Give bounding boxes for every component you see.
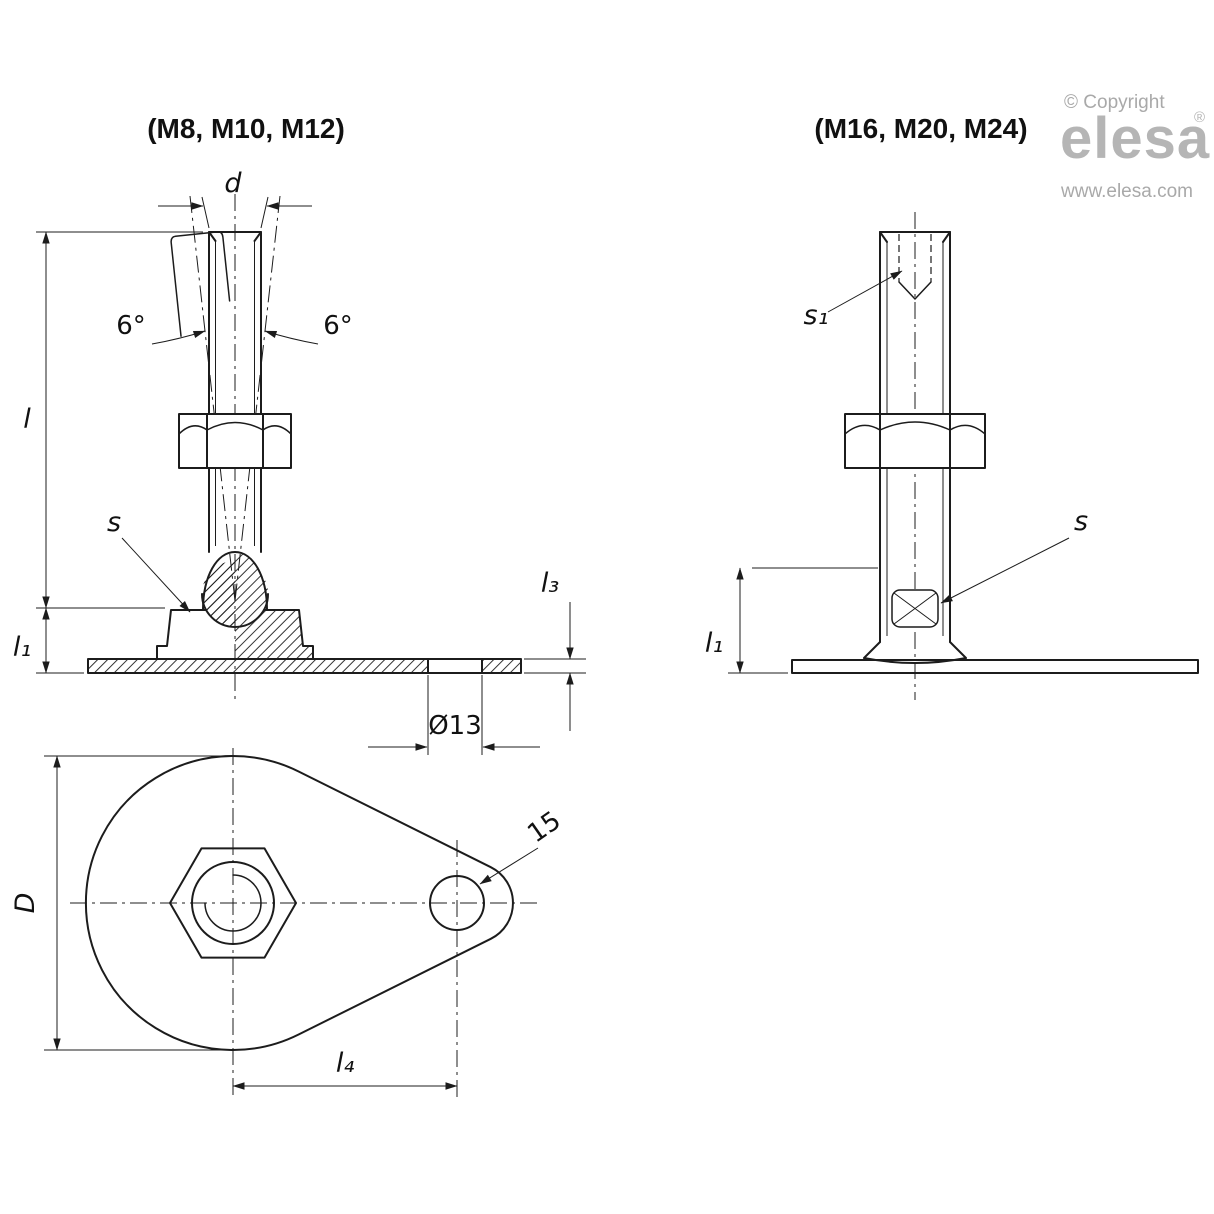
branding: © Copyright elesa ® www.elesa.com xyxy=(1060,92,1210,202)
angle-arc-left xyxy=(151,330,206,345)
leader-hex-socket xyxy=(827,270,903,313)
tilt-line-right xyxy=(234,195,281,602)
dimension-D xyxy=(44,755,228,1051)
plate-hole-edges xyxy=(427,658,483,674)
dimension-l3 xyxy=(524,602,586,731)
registered-mark-icon: ® xyxy=(1194,109,1205,126)
label-base-height-large: l₁ xyxy=(705,628,723,659)
front-view-large: (M16, M20, M24) l₁ s₁ s xyxy=(705,113,1199,700)
plate-outline xyxy=(87,658,522,674)
dimension-l1 xyxy=(728,567,878,674)
leader-mounting-hole xyxy=(479,847,539,885)
label-wrench-flats-large: s xyxy=(1074,506,1088,537)
nut-face-lines xyxy=(206,413,264,469)
label-base-height-small: l₁ xyxy=(13,632,31,663)
stud xyxy=(879,231,951,643)
dimension-hole-13 xyxy=(368,675,540,755)
leader-wrench-flats-large xyxy=(940,537,1070,604)
socket-cone-point xyxy=(898,281,932,300)
extension-lines xyxy=(524,658,586,674)
dimension-d xyxy=(158,196,312,229)
label-wrench-flats-small: s xyxy=(107,507,121,538)
front-view-small: (M8, M10, M12) xyxy=(13,113,586,755)
extension-lines xyxy=(201,196,269,229)
dimension-l-l1 xyxy=(36,231,203,674)
hex-nut-front xyxy=(178,413,292,469)
wrench-flat xyxy=(891,589,939,628)
nut-chamfer-arcs xyxy=(844,421,986,435)
ghost-outline xyxy=(170,231,231,337)
stud-edges xyxy=(208,231,262,553)
section-hatch-housing xyxy=(201,560,313,659)
thread-arc xyxy=(204,874,262,932)
label-plate-hole-diameter: Ø13 xyxy=(428,711,482,741)
stud-chamfers xyxy=(208,231,262,242)
extension-lines xyxy=(44,755,228,1051)
washer-circle xyxy=(191,861,275,945)
stud-edges xyxy=(879,231,951,643)
label-plate-thickness: l₃ xyxy=(541,568,559,599)
angle-arc-right xyxy=(264,330,319,345)
title-large-variant: (M16, M20, M24) xyxy=(814,113,1027,144)
hex-nut-front xyxy=(844,413,986,469)
thread-minor-lines xyxy=(886,242,944,636)
stud-chamfers xyxy=(879,231,951,243)
teardrop-plate-outline xyxy=(84,755,514,1051)
dome-outline xyxy=(202,551,268,611)
base-plate-section xyxy=(87,658,522,674)
label-tilt-angle-right: 6° xyxy=(323,311,353,341)
nut-chamfer-arcs xyxy=(178,421,292,435)
hex-nut-top xyxy=(169,847,297,959)
label-thread-diameter: d xyxy=(224,168,242,199)
title-small-variant: (M8, M10, M12) xyxy=(147,113,345,144)
nut-face-lines xyxy=(879,413,951,469)
nut-body xyxy=(844,413,986,469)
label-stud-length: l xyxy=(23,404,31,435)
angle-indicators xyxy=(151,330,319,345)
base-plate-side xyxy=(791,659,1199,674)
extension-lines xyxy=(427,675,483,755)
website-text: www.elesa.com xyxy=(1060,181,1193,202)
leader-wrench-flats-small xyxy=(121,537,191,613)
elesa-logo: elesa xyxy=(1060,106,1210,171)
label-hex-socket: s₁ xyxy=(804,300,829,331)
mounting-hole xyxy=(429,875,485,931)
thread-minor-lines xyxy=(215,241,255,546)
tilt-line-left xyxy=(189,195,236,602)
copyright-text: © Copyright xyxy=(1064,92,1165,113)
ball-outline xyxy=(201,593,269,628)
flat-cross-lines xyxy=(893,592,937,625)
label-hole-center-distance: l₄ xyxy=(336,1048,355,1079)
plate-hatch xyxy=(88,659,521,673)
tilted-stud-ghost xyxy=(170,231,231,337)
label-base-diameter: D xyxy=(10,893,41,914)
stud xyxy=(208,231,262,553)
label-tilt-angle-left: 6° xyxy=(116,311,146,341)
